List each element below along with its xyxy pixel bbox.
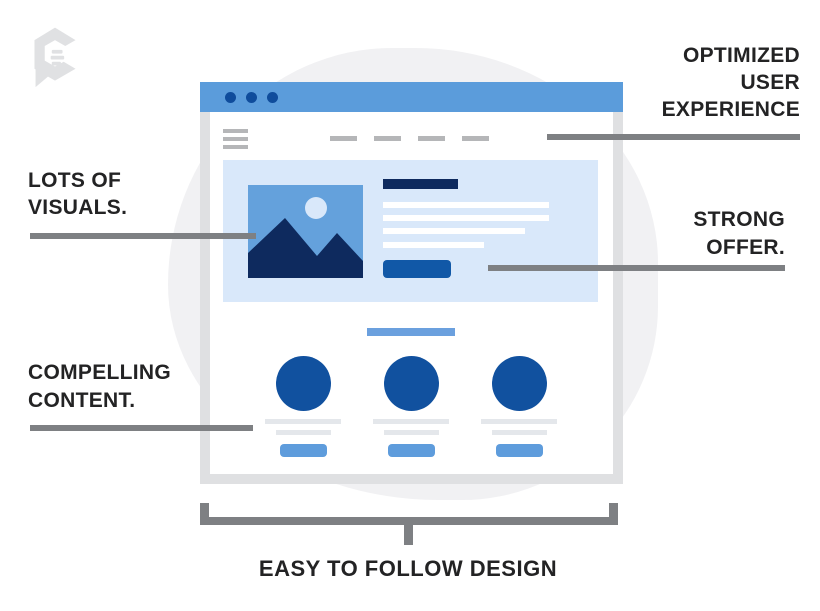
- menu-icon[interactable]: [223, 129, 248, 149]
- callout-label-strong-offer: STRONG OFFER.: [693, 208, 785, 259]
- feature-card: [481, 356, 557, 457]
- feature-button[interactable]: [495, 444, 543, 457]
- window-control-dot[interactable]: [246, 91, 257, 103]
- clearvoice-logo-icon: [28, 26, 82, 92]
- nav-link-placeholder[interactable]: [374, 136, 401, 141]
- browser-window: [200, 82, 623, 484]
- bracket-right-tick: [609, 503, 618, 525]
- feature-text-line: [275, 430, 331, 435]
- hero-headline-placeholder: [383, 179, 458, 189]
- hero-text-line: [383, 202, 549, 208]
- hero-text-line: [383, 242, 484, 248]
- nav-link-placeholder[interactable]: [418, 136, 445, 141]
- callout-line-visuals: [30, 233, 256, 239]
- hero-text-line: [383, 228, 525, 234]
- mountain-sun-icon: [248, 197, 363, 278]
- hero-text-line: [383, 215, 549, 221]
- feature-text-line: [491, 430, 547, 435]
- feature-circle-icon: [491, 356, 547, 411]
- nav-link-placeholder[interactable]: [462, 136, 489, 141]
- feature-text-line: [265, 419, 341, 424]
- callout-label-compelling-content: COMPELLING CONTENT.: [28, 361, 171, 412]
- nav-links-placeholder: [330, 136, 489, 141]
- hero-image-placeholder: [248, 185, 363, 278]
- hero-section: [223, 160, 598, 302]
- callout-line-content: [30, 425, 253, 431]
- feature-button[interactable]: [387, 444, 435, 457]
- window-titlebar: [200, 82, 623, 112]
- bracket-left-tick: [200, 503, 209, 525]
- callout-label-optimized-user-experience: OPTIMIZED USER EXPERIENCE: [661, 44, 800, 121]
- window-body: [200, 112, 623, 484]
- feature-card: [373, 356, 449, 457]
- bracket-label-easy-to-follow-design: EASY TO FOLLOW DESIGN: [258, 556, 558, 581]
- callout-line-optimized: [547, 134, 800, 140]
- window-control-dot[interactable]: [267, 91, 278, 103]
- feature-card: [265, 356, 341, 457]
- hero-cta-button[interactable]: [383, 260, 451, 278]
- callout-label-lots-of-visuals: LOTS OF VISUALS.: [28, 169, 128, 219]
- feature-text-line: [373, 419, 449, 424]
- callout-line-offer: [488, 265, 785, 271]
- feature-text-line: [383, 430, 439, 435]
- feature-circle-icon: [383, 356, 439, 411]
- nav-link-placeholder[interactable]: [330, 136, 357, 141]
- section-title-placeholder: [367, 328, 455, 336]
- window-control-dot[interactable]: [225, 91, 236, 103]
- bracket-center-tick: [404, 517, 413, 545]
- feature-button[interactable]: [279, 444, 327, 457]
- feature-circle-icon: [275, 356, 331, 411]
- feature-text-line: [481, 419, 557, 424]
